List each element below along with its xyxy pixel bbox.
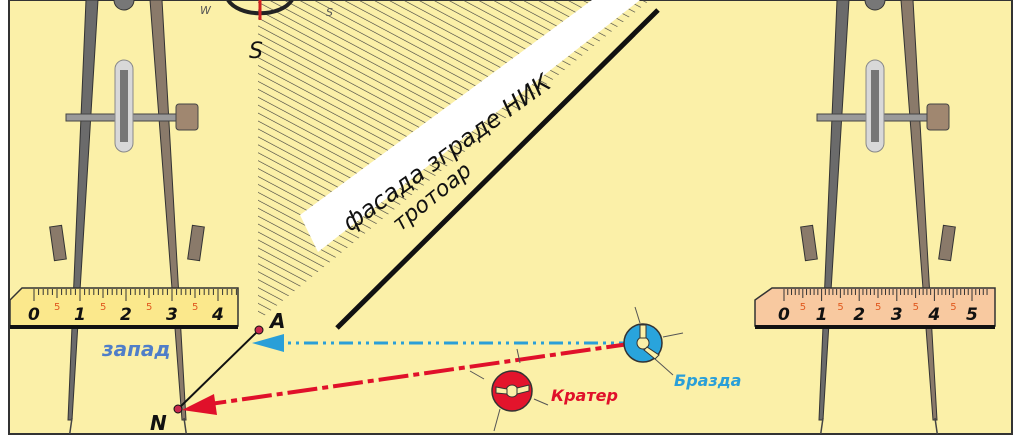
- crater-target-icon: [469, 348, 549, 432]
- furrow-target-icon: [623, 306, 684, 376]
- ruler-half-mark: 5: [192, 302, 198, 313]
- ruler-half-mark: 5: [54, 302, 60, 313]
- svg-text:S: S: [326, 6, 333, 19]
- facade-band: [300, 0, 640, 252]
- ruler-number: 4: [927, 305, 940, 325]
- point-a-label: A: [268, 309, 285, 333]
- sidewalk-line: [335, 8, 660, 330]
- ruler-number: 5: [966, 305, 978, 325]
- ruler-half-mark: 5: [800, 302, 806, 313]
- point-n-label: N: [150, 411, 167, 435]
- ruler-number: 3: [166, 305, 178, 325]
- ruler-half-mark: 5: [837, 302, 843, 313]
- point-n-marker: [173, 404, 183, 414]
- compass-rose-icon: W S: [200, 0, 333, 20]
- furrow-label: Бразда: [674, 371, 741, 390]
- ruler-number: 0: [778, 305, 790, 325]
- ruler-number: 1: [74, 305, 86, 325]
- ruler-half-mark: 5: [913, 302, 919, 313]
- west-label: запад: [101, 337, 171, 361]
- ruler-number: 2: [853, 305, 865, 325]
- ruler-half-mark: 5: [146, 302, 152, 313]
- ruler-number: 0: [28, 305, 40, 325]
- a-n-line: [177, 329, 260, 410]
- ruler-number: 1: [816, 305, 828, 325]
- ruler-half-mark: 5: [875, 302, 881, 313]
- ruler-number: 4: [211, 305, 224, 325]
- ruler-left: 0 5 1 5 2 5 3 5 4: [9, 287, 239, 329]
- ruler-number: 3: [891, 305, 903, 325]
- crater-arrow-head: [182, 394, 217, 415]
- ruler-half-mark: 5: [950, 302, 956, 313]
- svg-text:W: W: [200, 4, 212, 17]
- crater-arrow-line: [209, 341, 637, 406]
- point-a-marker: [254, 325, 264, 335]
- ruler-number: 2: [120, 305, 132, 325]
- building-hatch-area: [258, 0, 650, 316]
- ruler-half-mark: 5: [100, 302, 106, 313]
- crater-label: Кратер: [551, 386, 618, 405]
- furrow-arrow-head: [252, 334, 284, 352]
- south-label: S: [249, 39, 263, 64]
